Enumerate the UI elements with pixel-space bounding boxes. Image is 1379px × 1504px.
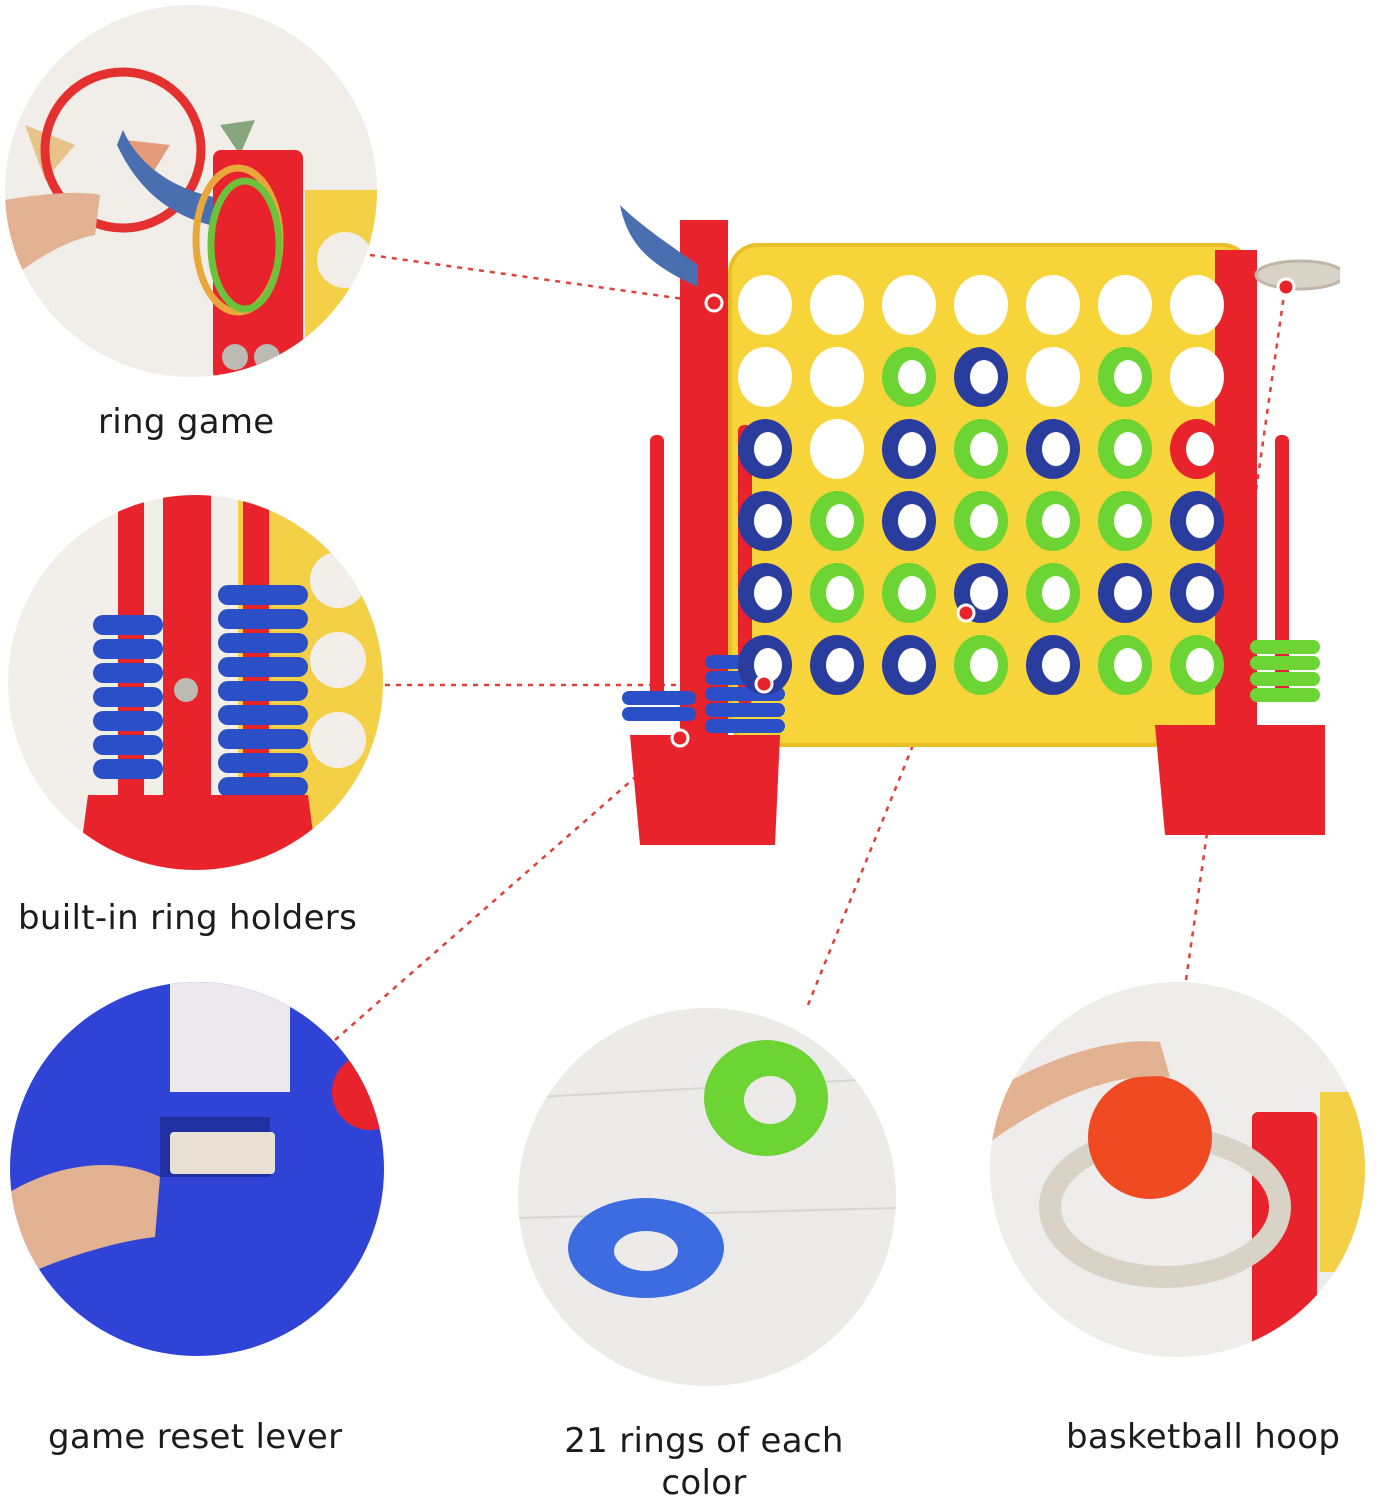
grid-hole bbox=[810, 275, 864, 335]
left-stick-a bbox=[650, 435, 664, 705]
grid-hole-center bbox=[1042, 576, 1070, 610]
ball bbox=[1088, 1075, 1212, 1199]
basketball-hoop-photo bbox=[990, 982, 1365, 1357]
grid-hole-center bbox=[754, 648, 782, 682]
left-pole bbox=[680, 220, 728, 780]
grid-hole bbox=[1026, 347, 1080, 407]
grid-hole-center bbox=[1042, 648, 1070, 682]
rings-each-color-photo bbox=[518, 1008, 896, 1386]
right-stick bbox=[1275, 435, 1289, 695]
grid-holes bbox=[738, 275, 1224, 695]
grid-hole bbox=[810, 419, 864, 479]
grid-hole-center bbox=[826, 648, 854, 682]
grid-hole-center bbox=[826, 504, 854, 538]
grid-hole-center bbox=[1114, 504, 1142, 538]
hoop-tray bbox=[1254, 259, 1340, 291]
grid-hole-center bbox=[1186, 576, 1214, 610]
grid-hole bbox=[738, 347, 792, 407]
grid-hole-center bbox=[1186, 504, 1214, 538]
connect-four-product bbox=[610, 195, 1340, 875]
hand bbox=[5, 192, 100, 285]
label-rings-each-color: 21 rings of each color bbox=[564, 1421, 844, 1503]
grid-hole bbox=[810, 347, 864, 407]
grid-hole-center bbox=[898, 432, 926, 466]
grid-hole-center bbox=[970, 360, 998, 394]
grid-hole bbox=[738, 275, 792, 335]
ring-holders-photo bbox=[8, 495, 383, 870]
grid-hole-center bbox=[1042, 432, 1070, 466]
grid-hole-center bbox=[1186, 432, 1214, 466]
grid-hole-center bbox=[1114, 360, 1142, 394]
red-ring bbox=[40, 67, 206, 233]
grid-hole-center bbox=[754, 504, 782, 538]
hook bbox=[620, 205, 698, 287]
grid-hole-center bbox=[754, 432, 782, 466]
label-ring-holders: built-in ring holders bbox=[18, 898, 358, 938]
ring-game-photo bbox=[5, 5, 377, 377]
grid-hole-center bbox=[898, 648, 926, 682]
grid-hole-center bbox=[1186, 648, 1214, 682]
grid-hole-center bbox=[898, 360, 926, 394]
label-reset-lever: game reset lever bbox=[48, 1417, 343, 1457]
grid-hole bbox=[1026, 275, 1080, 335]
grid-hole-center bbox=[898, 576, 926, 610]
grid-hole-center bbox=[970, 648, 998, 682]
grid-hole bbox=[954, 275, 1008, 335]
grid-hole-center bbox=[1114, 576, 1142, 610]
label-basketball-hoop: basketball hoop bbox=[1066, 1417, 1341, 1457]
grid-hole-center bbox=[826, 576, 854, 610]
label-ring-game: ring game bbox=[98, 402, 275, 442]
grid-hole-center bbox=[898, 504, 926, 538]
blue-ring-stack-left bbox=[93, 615, 163, 779]
hand bbox=[990, 1041, 1170, 1142]
lever bbox=[170, 1132, 275, 1174]
left-foot bbox=[630, 735, 780, 845]
grid-hole-center bbox=[754, 576, 782, 610]
grid-hole bbox=[1098, 275, 1152, 335]
grid-hole bbox=[882, 275, 936, 335]
left-stick-b bbox=[738, 425, 752, 705]
right-foot bbox=[1155, 725, 1325, 835]
grid-hole bbox=[1170, 347, 1224, 407]
hand bbox=[10, 1165, 160, 1282]
grid-hole-center bbox=[970, 504, 998, 538]
grid-hole-center bbox=[1042, 504, 1070, 538]
grid-hole-center bbox=[1114, 432, 1142, 466]
blue-ring-stack-right bbox=[218, 585, 308, 797]
grid-hole bbox=[1170, 275, 1224, 335]
red-post bbox=[213, 150, 303, 377]
grid-hole-center bbox=[970, 576, 998, 610]
product-illustration bbox=[620, 205, 1340, 845]
reset-lever-photo bbox=[10, 982, 384, 1356]
grid-hole-center bbox=[970, 432, 998, 466]
grid-hole-center bbox=[1114, 648, 1142, 682]
